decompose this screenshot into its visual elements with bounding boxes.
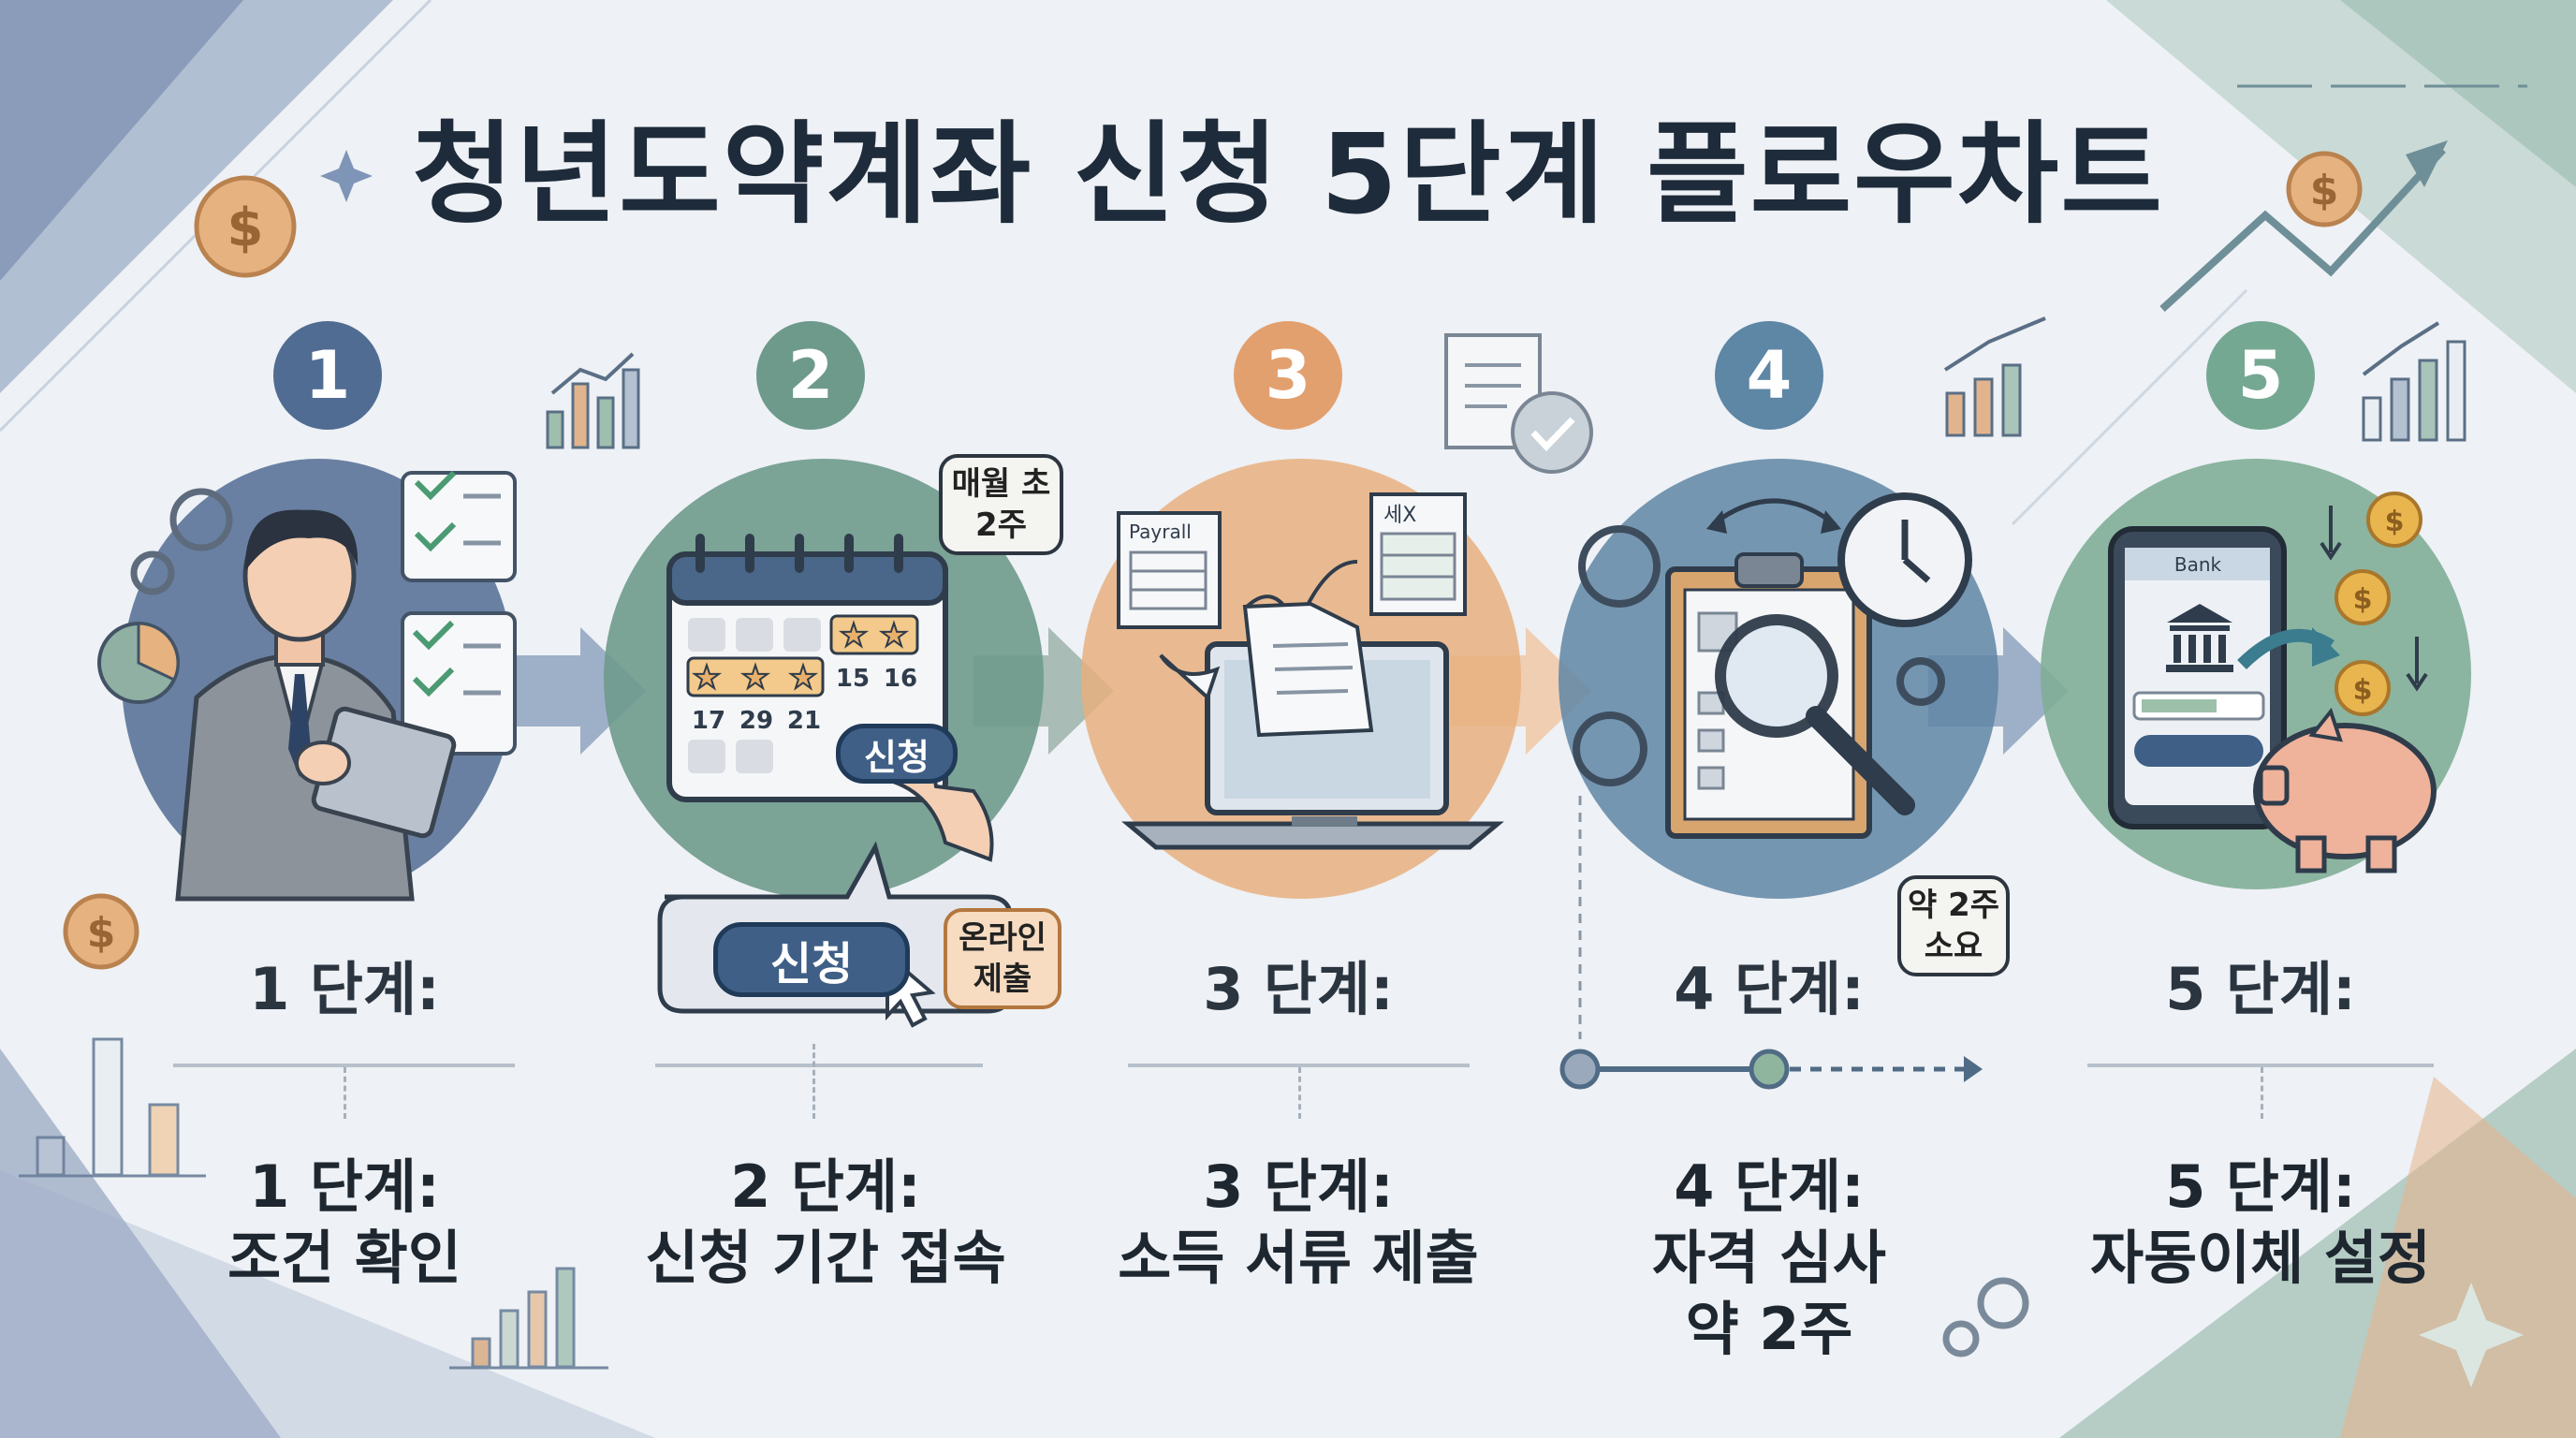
calendar-icon: ★ ★ ★ ★ ★ 15 16 17 29 21 — [666, 534, 994, 862]
step-2-desc-line1: 2 단계: — [730, 1152, 921, 1221]
step-5-description: 5 단계: 자동이체 설정 — [2017, 1152, 2504, 1294]
bar-chart-icon — [546, 352, 640, 449]
separator-tick — [2261, 1067, 2263, 1119]
svg-text:$: $ — [2385, 506, 2405, 538]
coin-icon: $ — [2366, 492, 2422, 548]
bar-chart-icon — [19, 1037, 206, 1178]
svg-text:★: ★ — [741, 659, 769, 697]
payroll-doc-label: Payrall — [1129, 521, 1192, 543]
laptop-docs-icon: Payrall 세X — [1117, 492, 1504, 850]
calendar-day: 16 — [884, 665, 917, 693]
svg-text:$: $ — [2353, 583, 2373, 616]
clipboard-magnifier-icon — [1573, 492, 1972, 839]
svg-text:$: $ — [227, 198, 264, 258]
separator — [2087, 1064, 2434, 1067]
coin-icon: $ — [63, 893, 139, 970]
svg-text:★: ★ — [880, 617, 908, 654]
separator — [1128, 1064, 1470, 1067]
page-title: 청년도약계좌 신청 5단계 플로우차트 — [412, 110, 2164, 239]
step-3-description: 3 단계: 소득 서류 제출 — [1055, 1152, 1542, 1294]
tax-doc-label: 세X — [1383, 504, 1416, 527]
gear-icon — [1942, 1277, 2029, 1357]
step-2-desc-line2: 신청 기간 접속 — [645, 1224, 1006, 1292]
calendar-day: 29 — [739, 707, 773, 735]
duration-bubble: 약 2주 소요 — [1897, 875, 2010, 976]
phone-piggybank-icon: Bank $ $ $ — [2108, 492, 2437, 873]
step-4-label: 4 단계: — [1674, 955, 1865, 1023]
step-3-badge: 3 — [1234, 321, 1342, 430]
coin-icon: $ — [2286, 151, 2363, 227]
timeline — [1559, 796, 1983, 1090]
svg-text:$: $ — [2353, 674, 2373, 707]
step-2-description: 2 단계: 신청 기간 접속 — [582, 1152, 1069, 1294]
calendar-day: 17 — [692, 707, 725, 735]
svg-text:★: ★ — [693, 659, 721, 697]
apply-button-large[interactable]: 신청 — [713, 922, 910, 997]
step-1-description: 1 단계: 조건 확인 — [101, 1152, 588, 1294]
step-5-badge: 5 — [2206, 321, 2315, 430]
separator-tick — [344, 1067, 346, 1119]
svg-text:★: ★ — [840, 617, 868, 654]
bar-chart-icon — [449, 1267, 608, 1370]
svg-text:$: $ — [87, 909, 116, 957]
step-1-badge: 1 — [273, 321, 382, 430]
separator — [173, 1064, 515, 1067]
svg-text:★: ★ — [789, 659, 817, 697]
step-4-desc-line1: 4 단계: — [1674, 1152, 1865, 1221]
separator-tick — [1298, 1067, 1301, 1119]
online-submit-bubble: 온라인 제출 — [944, 908, 1061, 1009]
phone-title: Bank — [2174, 553, 2222, 576]
step-5-desc-line1: 5 단계: — [2165, 1152, 2356, 1221]
bar-chart-icon — [2362, 321, 2466, 442]
step-1-desc-line1: 1 단계: — [249, 1152, 440, 1221]
step-5-label: 5 단계: — [2165, 955, 2356, 1023]
step-3-desc-line1: 3 단계: — [1203, 1152, 1394, 1221]
separator — [655, 1064, 983, 1067]
step-4-description: 4 단계: 자격 심사 약 2주 — [1526, 1152, 2012, 1365]
calendar-day: 15 — [836, 665, 870, 693]
step-1-label: 1 단계: — [249, 955, 440, 1023]
document-check-icon — [1444, 333, 1593, 474]
calendar-day: 21 — [787, 707, 821, 735]
bar-chart-icon — [1943, 316, 2046, 437]
period-bubble: 매월 초 2주 — [939, 454, 1063, 555]
person-checklist-icon — [97, 470, 517, 902]
coin-icon: $ — [2334, 569, 2391, 625]
apply-button-small[interactable]: 신청 — [836, 724, 958, 784]
separator-tick — [812, 1044, 815, 1119]
step-1-desc-line2: 조건 확인 — [227, 1224, 461, 1292]
step-3-desc-line2: 소득 서류 제출 — [1118, 1224, 1479, 1292]
step-3-label: 3 단계: — [1203, 955, 1394, 1023]
step-5-desc-line2: 자동이체 설정 — [2090, 1224, 2431, 1292]
svg-text:$: $ — [2310, 167, 2339, 214]
coin-icon: $ — [2334, 660, 2391, 716]
step-4-badge: 4 — [1715, 321, 1823, 430]
step-4-desc-line3: 약 2주 — [1685, 1295, 1853, 1363]
coin-icon: $ — [194, 175, 297, 278]
step-4-desc-line2: 자격 심사 — [1652, 1224, 1886, 1292]
step-2-badge: 2 — [756, 321, 865, 430]
